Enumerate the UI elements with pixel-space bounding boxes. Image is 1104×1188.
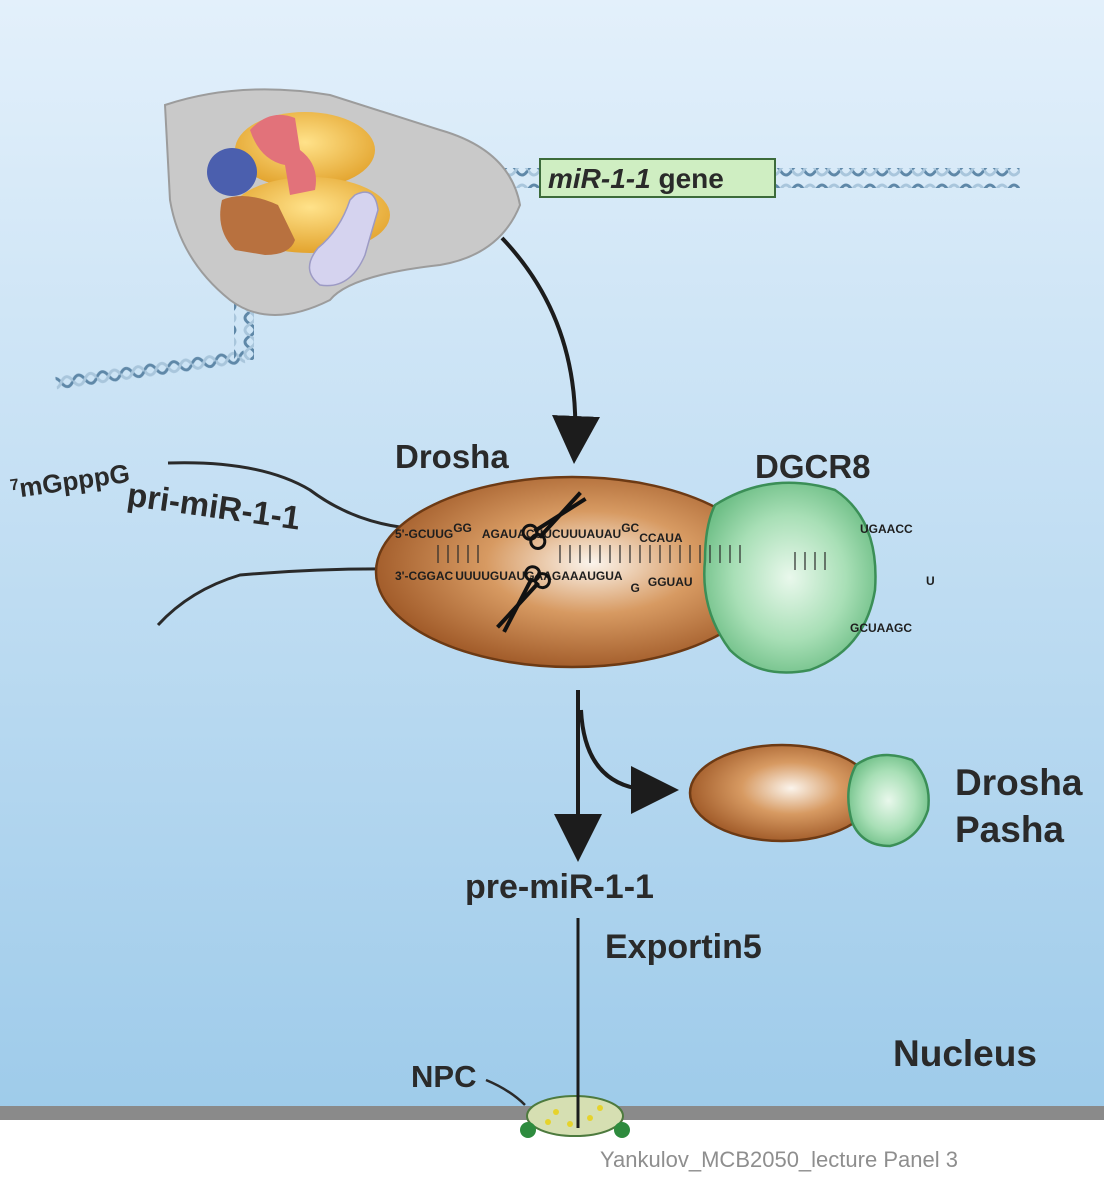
npc-pointer: [485, 1078, 526, 1106]
npc-label: NPC: [411, 1059, 476, 1094]
dna-helix-left: [54, 344, 246, 392]
gene-suffix: gene: [651, 163, 724, 194]
product-pasha-label: Pasha: [955, 809, 1064, 850]
transcription-arrow: [500, 236, 600, 464]
red-factor: [250, 114, 316, 195]
gene-name: miR-1-1: [548, 163, 651, 194]
svg-text:miR-1-1 gene: miR-1-1 gene: [548, 163, 724, 194]
gene-label-box: miR-1-1 gene: [539, 158, 776, 198]
release-arrow: [579, 709, 679, 814]
seq-loop-mid: U: [926, 574, 935, 588]
product-drosha-label: Drosha: [955, 762, 1083, 803]
released-pasha: [847, 753, 930, 848]
seq-top-main: AGAUACUUCUUUAUAU: [482, 527, 621, 541]
pri-strand-top: [167, 461, 401, 529]
base-pair-ticks: [437, 545, 826, 570]
seq-bottom-gguau: GGUAU: [648, 575, 693, 589]
seq-bottom-g: G: [631, 581, 640, 595]
slide-caption: Yankulov_MCB2050_lecture Panel 3: [600, 1147, 958, 1172]
seq-top-gc: GC: [621, 521, 639, 535]
transcription-complex: [163, 88, 522, 316]
pre-mirna-label: pre-miR-1-1: [465, 868, 654, 906]
dgcr8-label: DGCR8: [755, 448, 871, 485]
cap-superscript: 7: [9, 476, 20, 494]
seq-loop-top: UGAACC: [860, 522, 913, 536]
nuclear-pore-complex: [520, 1095, 630, 1138]
nucleus-label: Nucleus: [893, 1033, 1037, 1074]
scissors-top-icon: [521, 491, 587, 550]
seq-bottom-prefix: 3'-CGGAC: [395, 569, 454, 583]
blue-factor: [207, 148, 257, 196]
exportin-label: Exportin5: [605, 928, 762, 966]
lilac-factor: [308, 191, 379, 287]
released-drosha: [688, 743, 876, 843]
seq-top-gg: GG: [453, 521, 472, 535]
seq-top-prefix: 5'-GCUUG: [395, 527, 453, 541]
drosha-label: Drosha: [395, 438, 509, 475]
seq-top-ccaua: CCAUA: [639, 531, 683, 545]
scissors-bottom-icon: [496, 565, 551, 633]
dgcr8-body: [703, 481, 877, 674]
seq-loop-bottom: GCUAAGC: [850, 621, 912, 635]
hairpin-sequence: 5'-GCUUGGG AGAUACUUCUUUAUAUGCCCAUA UGAACC…: [395, 521, 935, 635]
brown-factor: [220, 196, 295, 255]
pri-strand-bottom: [156, 567, 401, 627]
